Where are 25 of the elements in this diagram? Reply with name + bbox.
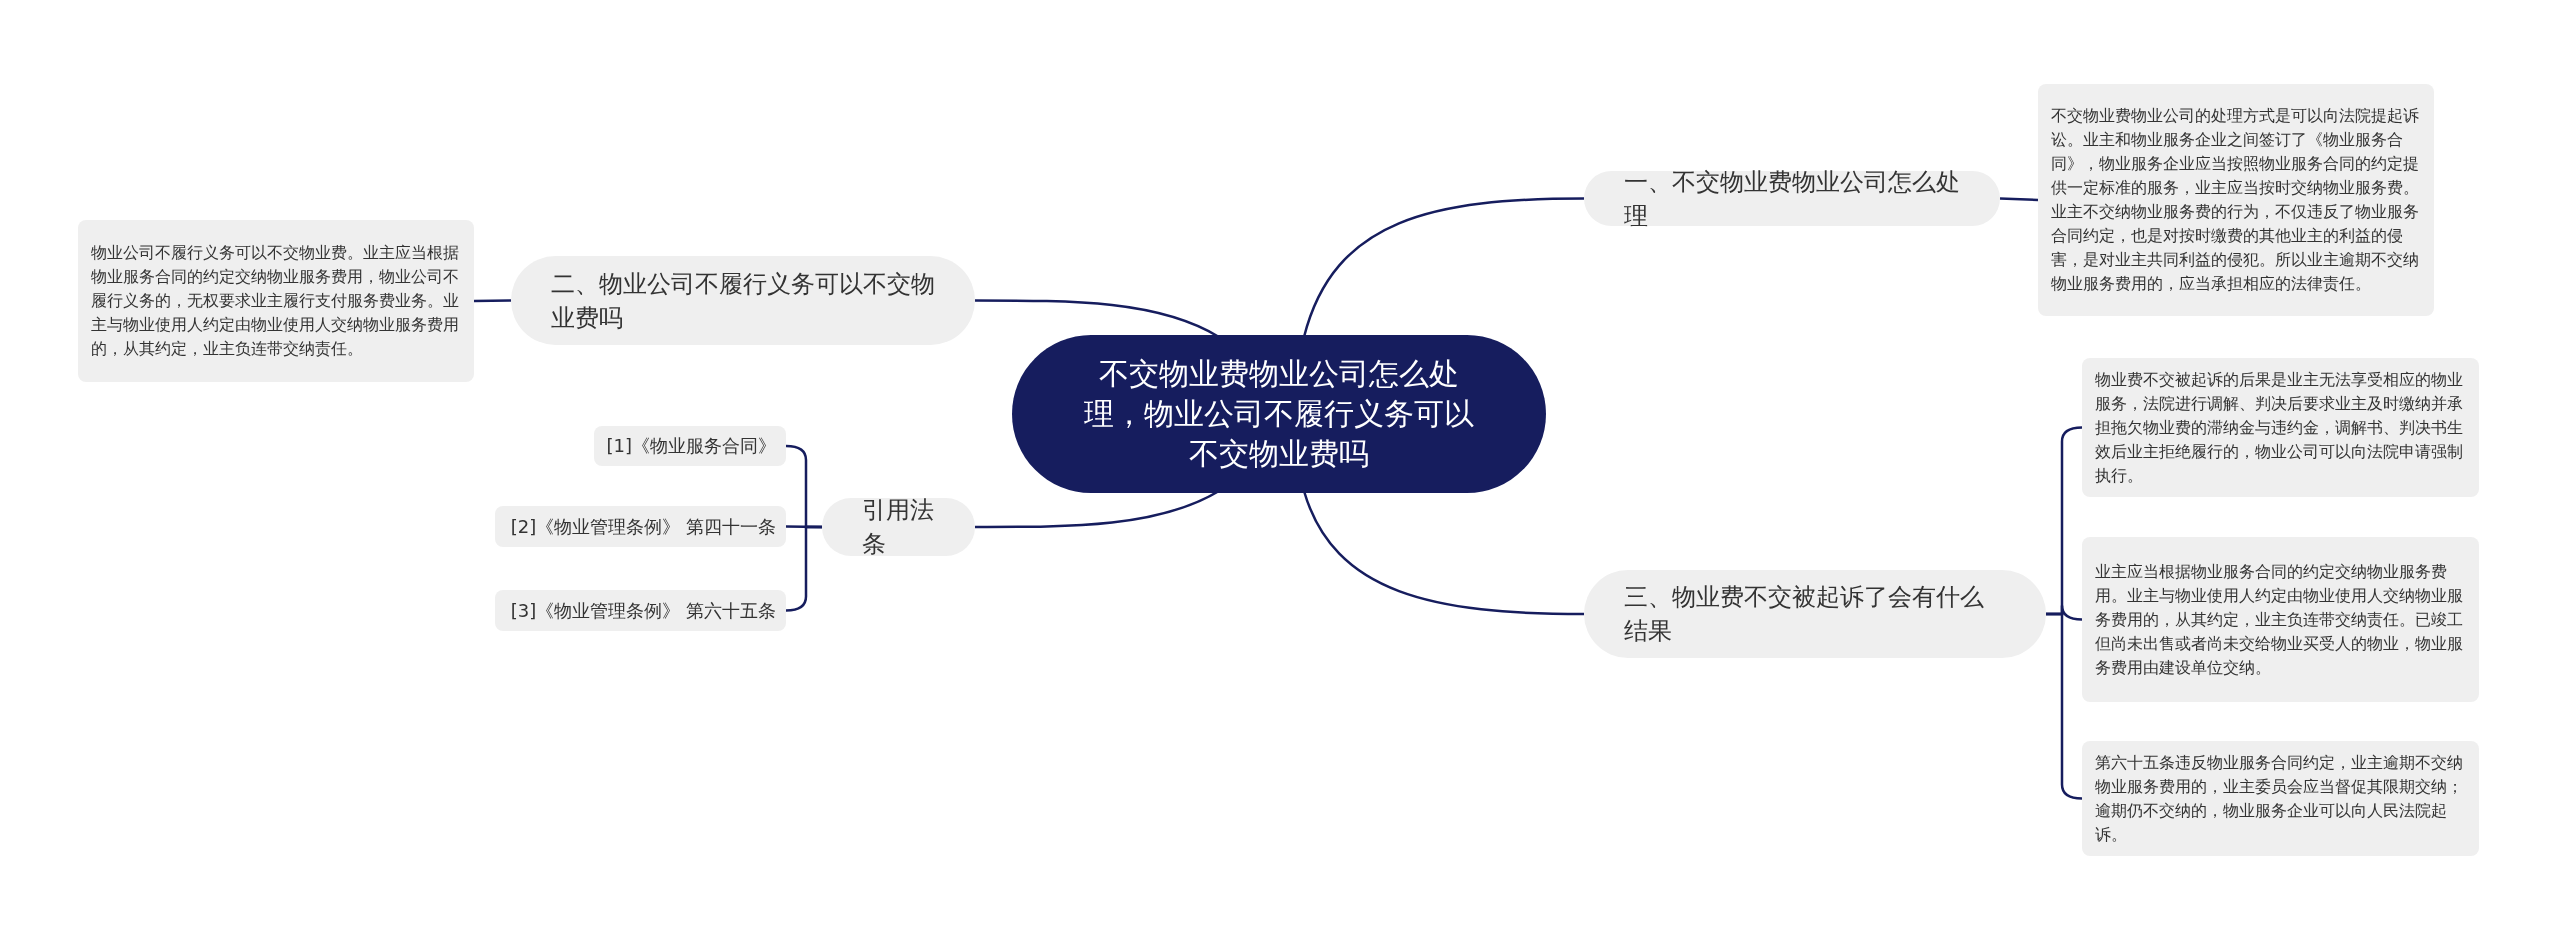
reference-box [495,590,786,631]
connector-line [1302,197,1584,338]
topic-text: 三、物业费不交被起诉了会有什么结果 [1624,582,1985,647]
note-box [2082,537,2479,702]
connector-line [474,299,511,303]
topic-text: 不交物业费物业公司怎么处理，物业公司不履行义务可以不交物业费吗 [1083,355,1475,473]
connector-line [1302,490,1584,616]
note-text: 第六十五条违反物业服务合同约定，业主逾期不交纳物业服务费用的，业主委员会应当督促其限期交纳；逾期仍不交纳的，物业服务企业可以向人民法院起诉。 [2095,751,2464,846]
note-box [2082,358,2479,497]
connector-line [1999,197,2039,202]
note-text: 物业费不交被起诉的后果是业主无法享受相应的物业服务，法院进行调解、判决后要求业主及时缴纳并承担拖欠物业费的滞纳金与违约金，调解书、判决书生效后业主拒绝履行的，物业公司可以向法院申请强制执行。 [2095,368,2464,487]
reference-box [495,506,786,547]
note-text: 物业公司不履行义务可以不交物业费。业主应当根据物业服务合同的约定交纳物业服务费用，物业公司不履行义务的，无权要求业主履行支付服务费业务。业主与物业使用人约定由物业使用人交纳物业服务费用的，从其约定，业主负连带交纳责任。 [91,242,460,360]
reference-text: [1]《物业服务合同》 [606,434,776,458]
reference-text: [3]《物业管理条例》 第六十五条 [510,598,776,623]
topic-text: 一、不交物业费物业公司怎么处理 [1624,166,1960,232]
topic-text: 引用法条 [862,495,935,560]
topic-text: 二、物业公司不履行义务可以不交物业费吗 [551,268,935,334]
note-box [2038,84,2434,316]
note-text: 不交物业费物业公司的处理方式是可以向法院提起诉讼。业主和物业服务企业之间签订了《物业服务合同》，物业服务企业应当按照物业服务合同的约定提供一定标准的服务，业主应当按时交纳物业服务费。业主不交纳物业服务费的行为，不仅违反了物业服务合同约定，也是对按时缴费的其他业主的利益的侵害，是对业主共同利益的侵犯。所以业主逾期不交纳物业服务费用的，应当承担相应的法律责任。 [2051,105,2420,295]
note-text: 业主应当根据物业服务合同的约定交纳物业服务费用。业主与物业使用人约定由物业使用人交纳物业服务费用的，从其约定，业主负连带交纳责任。已竣工但尚未出售或者尚未交给物业买受人的物业，物业服务费用由建设单位交纳。 [2095,560,2464,679]
note-box [2082,741,2479,856]
reference-box [594,426,786,466]
note-box [78,220,474,382]
reference-text: [2]《物业管理条例》 第四十一条 [510,514,776,539]
